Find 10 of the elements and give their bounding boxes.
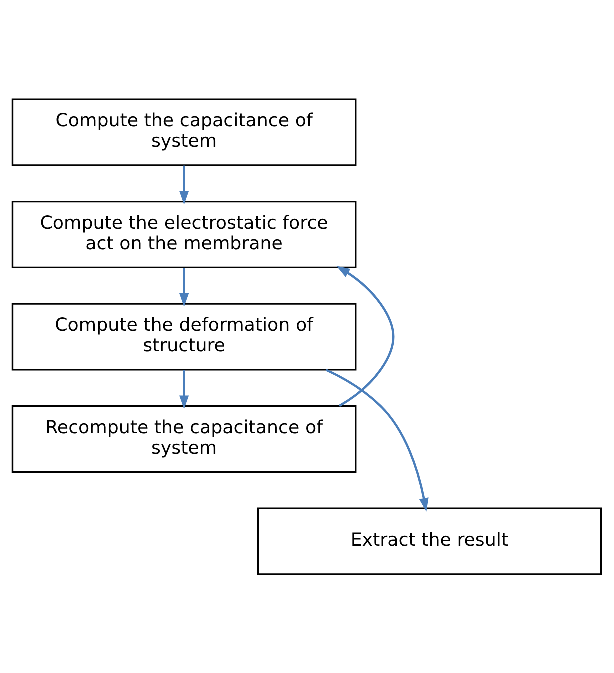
arrow bbox=[336, 266, 395, 407]
arrow bbox=[180, 370, 190, 409]
node-box: Recompute the capacitance of system bbox=[12, 404, 357, 473]
node-box: Compute the electrostatic force act on the membrane bbox=[12, 200, 357, 268]
node-box: Compute the capacitance of system bbox=[12, 98, 357, 166]
node-box: Compute the deformation of structure bbox=[12, 302, 357, 370]
node-box: Extract the result bbox=[257, 507, 602, 575]
arrow bbox=[180, 165, 190, 204]
arrow bbox=[180, 268, 190, 307]
arrow bbox=[326, 368, 429, 512]
